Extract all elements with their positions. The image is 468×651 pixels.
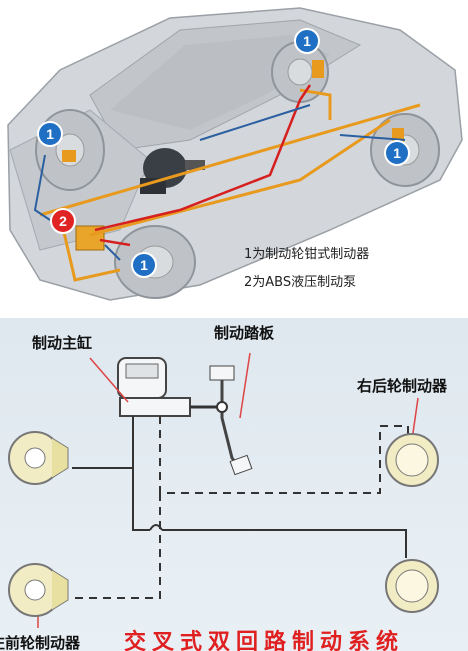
label-brake-pedal: 制动踏板 (214, 324, 275, 342)
circuit-dashed (70, 416, 409, 599)
svg-text:1: 1 (140, 257, 148, 273)
svg-text:1: 1 (46, 126, 54, 142)
brake-disc-front-left-upper (8, 431, 69, 485)
brake-line-orange (39, 88, 421, 282)
marker-1-rear-right: 1 (384, 140, 410, 166)
brake-line-blue (33, 104, 406, 261)
brake-line-red (94, 84, 312, 247)
caption-caliper-brake: 1为制动轮钳式制动器 (244, 247, 370, 262)
master-cylinder-body (119, 397, 191, 417)
marker-2-abs: 2 (50, 208, 76, 234)
label-rear-right-brake: 右后轮制动器 (357, 377, 448, 395)
brake-drum-rear-right (385, 433, 439, 487)
dual-circuit-schematic-figure: 制动主缸 制动踏板 右后轮制动器 左前轮制动器 交叉式双回路制动系统 (0, 318, 468, 651)
svg-text:1: 1 (303, 33, 311, 49)
car-illustration: 1 1 1 1 2 (7, 7, 463, 301)
caliper-front-left (62, 150, 76, 162)
brake-drum-rear-left (385, 559, 439, 613)
marker-1-rear-left: 1 (294, 28, 320, 54)
caliper-rear-left (312, 60, 324, 78)
diagram-title: 交叉式双回路制动系统 (124, 630, 405, 651)
car-brake-layout-figure: 1 1 1 1 2 1为制动轮钳式制动器 2为ABS液压制动泵 (0, 0, 468, 318)
caption-abs-pump: 2为ABS液压制动泵 (244, 275, 357, 290)
svg-text:2: 2 (59, 213, 67, 229)
label-front-left-brake: 左前轮制动器 (0, 634, 81, 651)
brake-pedal-arm (220, 380, 242, 469)
schematic-drawing (8, 352, 439, 628)
label-master-cylinder: 制动主缸 (32, 334, 93, 352)
circuit-solid (72, 416, 407, 558)
pedal-bracket (209, 365, 235, 381)
marker-1-front-right: 1 (131, 252, 157, 278)
brake-disc-front-left (8, 563, 69, 617)
svg-text:1: 1 (393, 145, 401, 161)
marker-1-front-left: 1 (37, 121, 63, 147)
